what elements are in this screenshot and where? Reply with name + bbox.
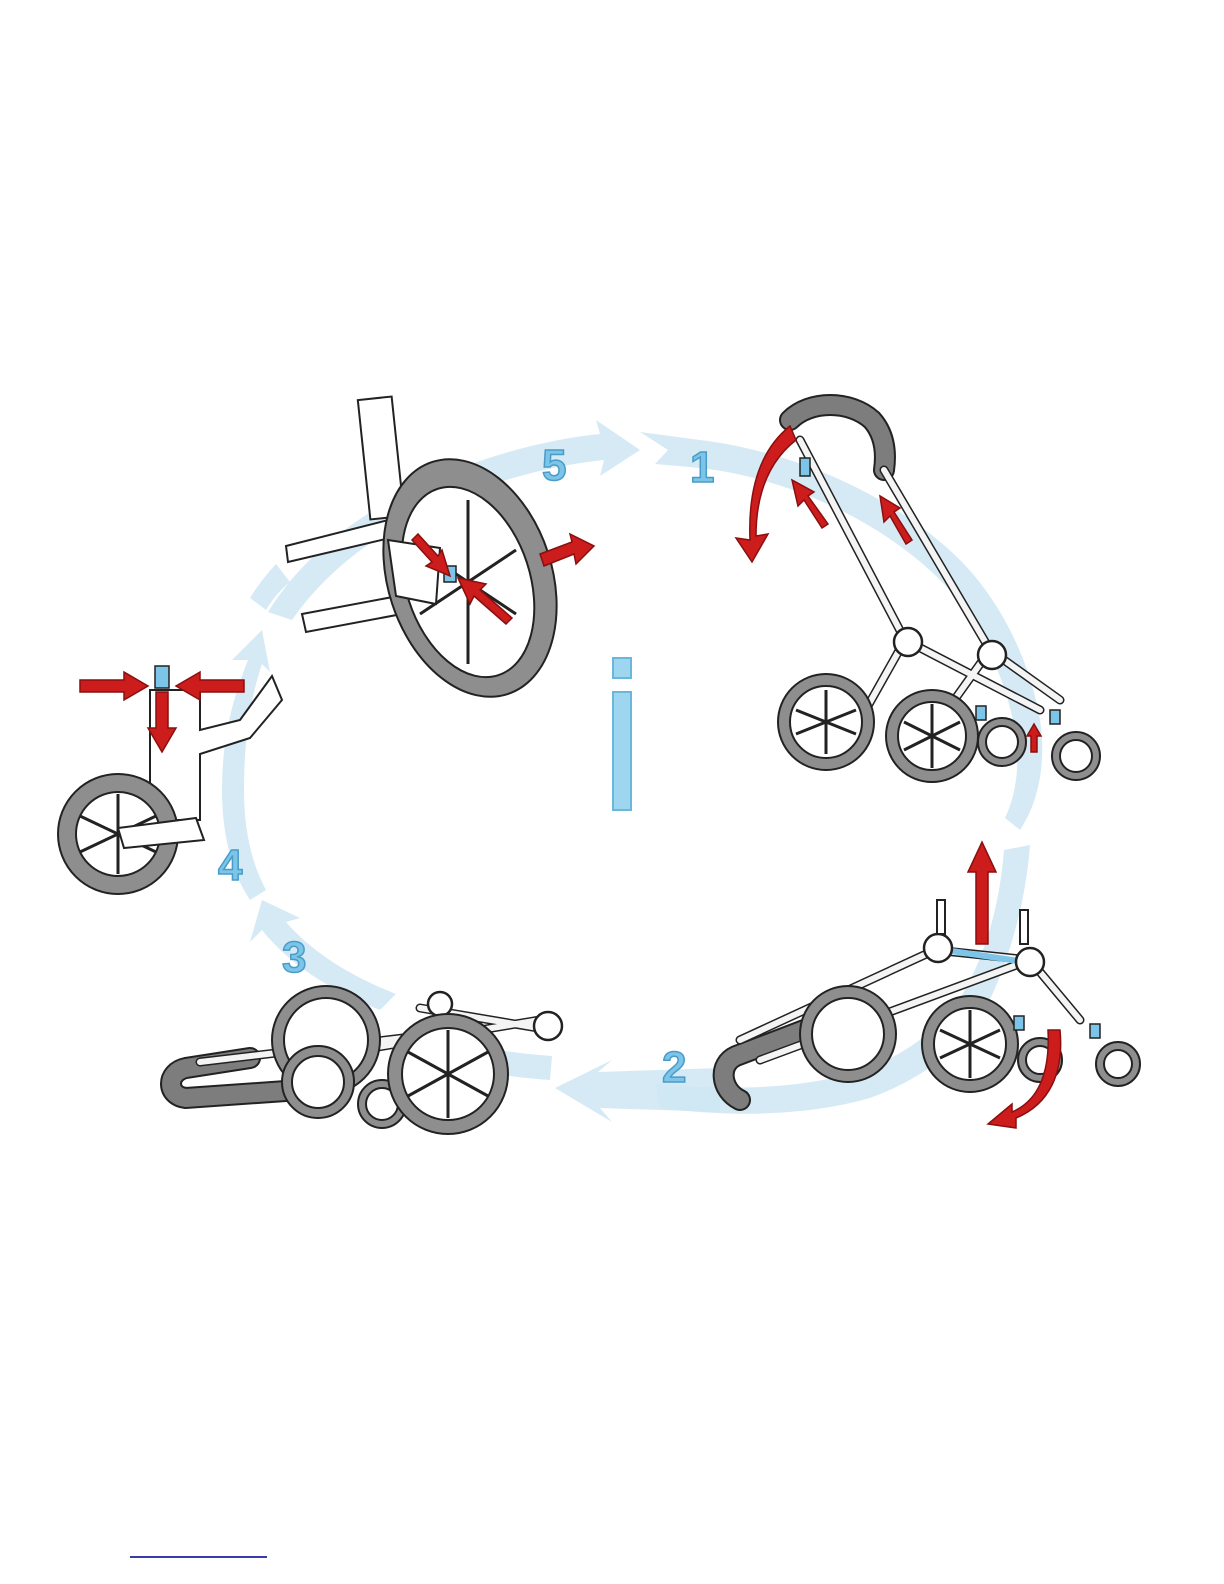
step-number-2: 2	[662, 1043, 686, 1092]
step-number-4: 4	[218, 841, 243, 890]
front-wheel-2	[1052, 732, 1100, 780]
folding-front-wheel-2	[1096, 1042, 1140, 1086]
folded-wheel-front	[388, 1014, 508, 1134]
rear-wheel-2	[886, 690, 978, 782]
axle-bracket	[150, 676, 282, 820]
folded-wheel-mid	[282, 1046, 354, 1118]
rear-wheel	[778, 674, 874, 770]
step-number-1: 1	[690, 443, 714, 492]
release-button	[155, 666, 169, 688]
stroller-folded	[171, 986, 562, 1134]
folding-rear-wheel-2	[922, 996, 1018, 1092]
folding-rear-wheel	[800, 986, 896, 1082]
fold-button-blue	[800, 458, 810, 476]
footer-link-underline[interactable]	[130, 1556, 267, 1558]
info-symbol: i	[613, 658, 631, 810]
step-number-3: 3	[282, 933, 306, 982]
hinge-joint	[894, 628, 922, 656]
front-wheel	[978, 718, 1026, 766]
cycle-arrow-2	[555, 1060, 720, 1122]
rotate-handle-arrow	[736, 426, 796, 562]
stroller-folding	[724, 842, 1140, 1128]
press-right-arrow	[80, 672, 148, 700]
step-number-5: 5	[542, 441, 566, 490]
